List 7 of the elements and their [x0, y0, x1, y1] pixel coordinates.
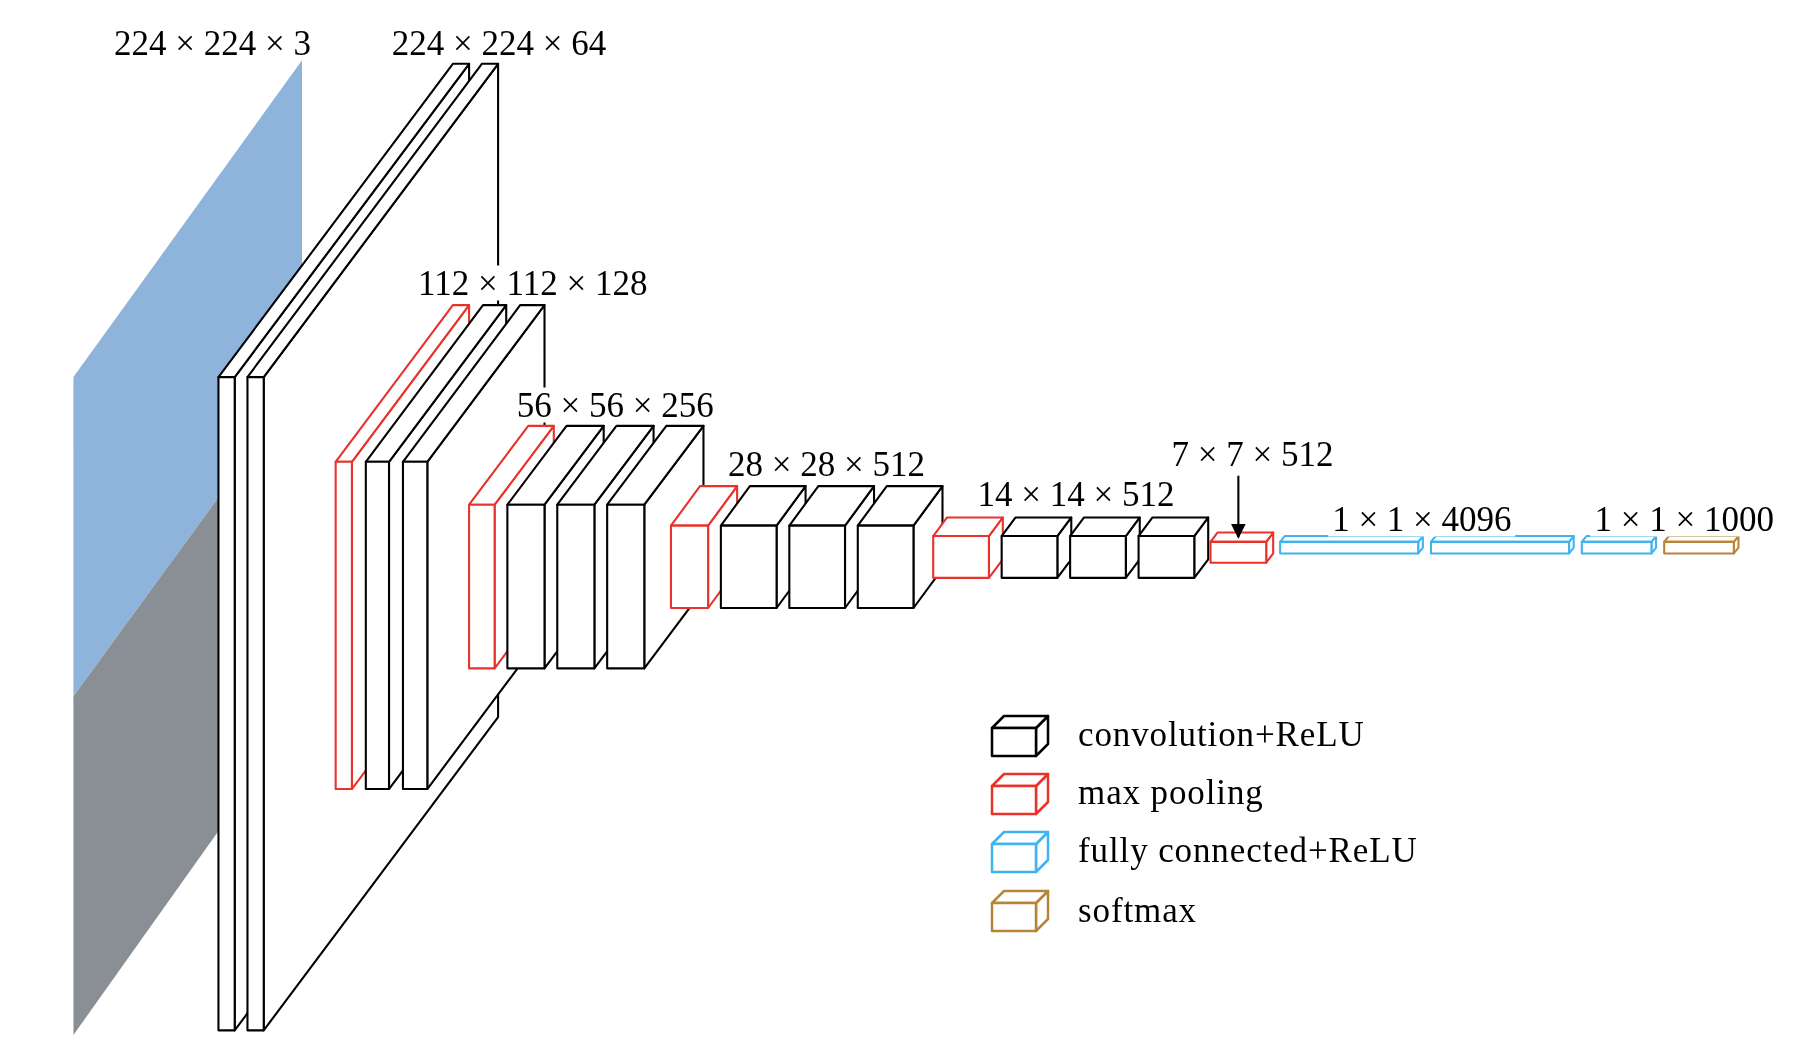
- legend-label: max pooling: [1078, 775, 1264, 811]
- legend-label: fully connected+ReLU: [1078, 833, 1418, 869]
- dimension-label: 7 × 7 × 512: [1171, 436, 1334, 472]
- legend-label: convolution+ReLU: [1078, 717, 1365, 753]
- pooling-layer-block: [1209, 531, 1275, 564]
- arrow: [1231, 475, 1246, 539]
- legend-label: softmax: [1078, 892, 1197, 928]
